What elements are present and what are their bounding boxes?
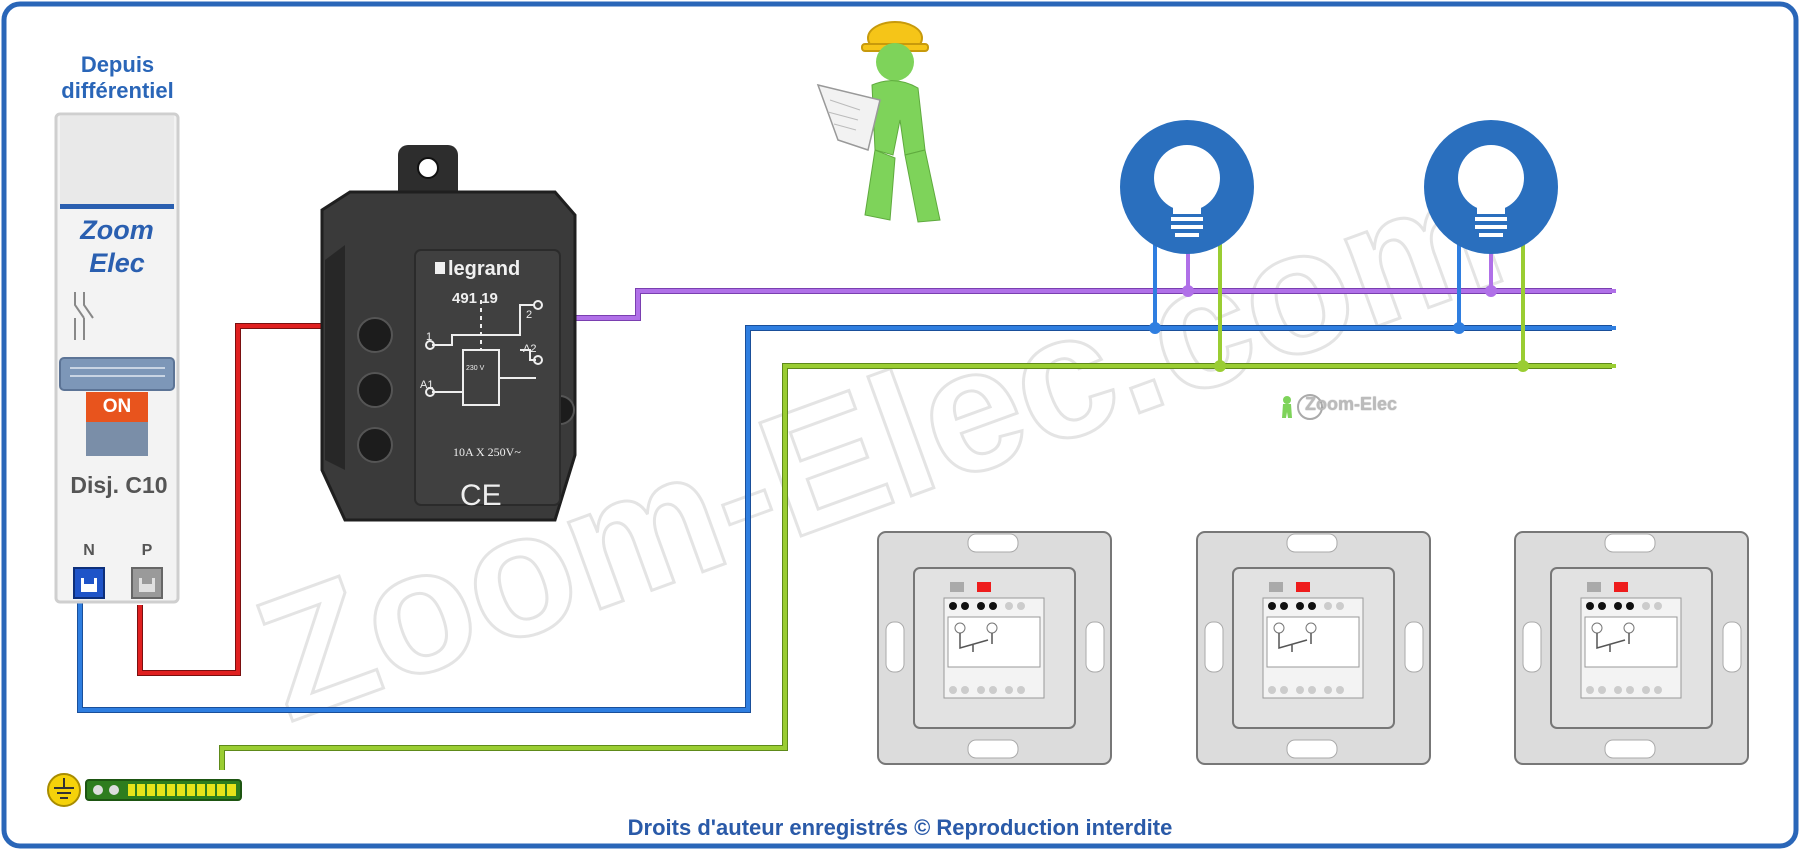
earth-terminal-bar (85, 779, 242, 801)
earth-icon (47, 773, 81, 807)
relay-rating: 10A X 250V~ (453, 445, 521, 459)
relay-terminal-2: 2 (526, 309, 532, 321)
small-logo-figure (1282, 394, 1323, 420)
breaker-brand: Zoom Elec (80, 215, 154, 278)
source-label: Depuis différentiel (61, 52, 174, 103)
relay-terminal-a2: A2 (523, 343, 536, 355)
small-logo-text: Zoom-Elec (1305, 394, 1398, 414)
relay-terminal-1: 1 (426, 331, 432, 343)
push-button-2 (1196, 531, 1431, 765)
legrand-logo-icon (435, 262, 445, 274)
footer-copyright: Droits d'auteur enregistrés © Reproducti… (627, 815, 1173, 840)
relay-terminal-a1: A1 (420, 379, 433, 391)
phase-wire (138, 324, 325, 675)
relay-reference: 491 19 (452, 290, 498, 307)
relay-brand: legrand (448, 258, 520, 280)
lamp-icon (1120, 120, 1254, 254)
relay-ce-mark: CE (460, 479, 502, 512)
breaker-toggle[interactable] (59, 357, 175, 391)
push-button-1 (877, 531, 1112, 765)
lamp-1-drops (1149, 240, 1226, 372)
earth-wire (220, 364, 1612, 770)
terminal-phase-label: P (141, 542, 153, 559)
breaker-name: Disj. C10 (70, 472, 168, 498)
impulse-relay (320, 145, 577, 522)
relay-coil-voltage: 230 V (466, 365, 485, 372)
switched-wire (568, 289, 1612, 320)
breaker-state-badge: ON (86, 392, 148, 422)
push-button-3 (1514, 531, 1749, 765)
lamp-icon (1424, 120, 1558, 254)
terminal-neutral-label: N (83, 542, 95, 559)
worker-figure (816, 21, 941, 223)
circuit-breaker (54, 112, 180, 604)
breaker-symbol-icon (74, 292, 94, 340)
neutral-wire (78, 326, 1612, 712)
